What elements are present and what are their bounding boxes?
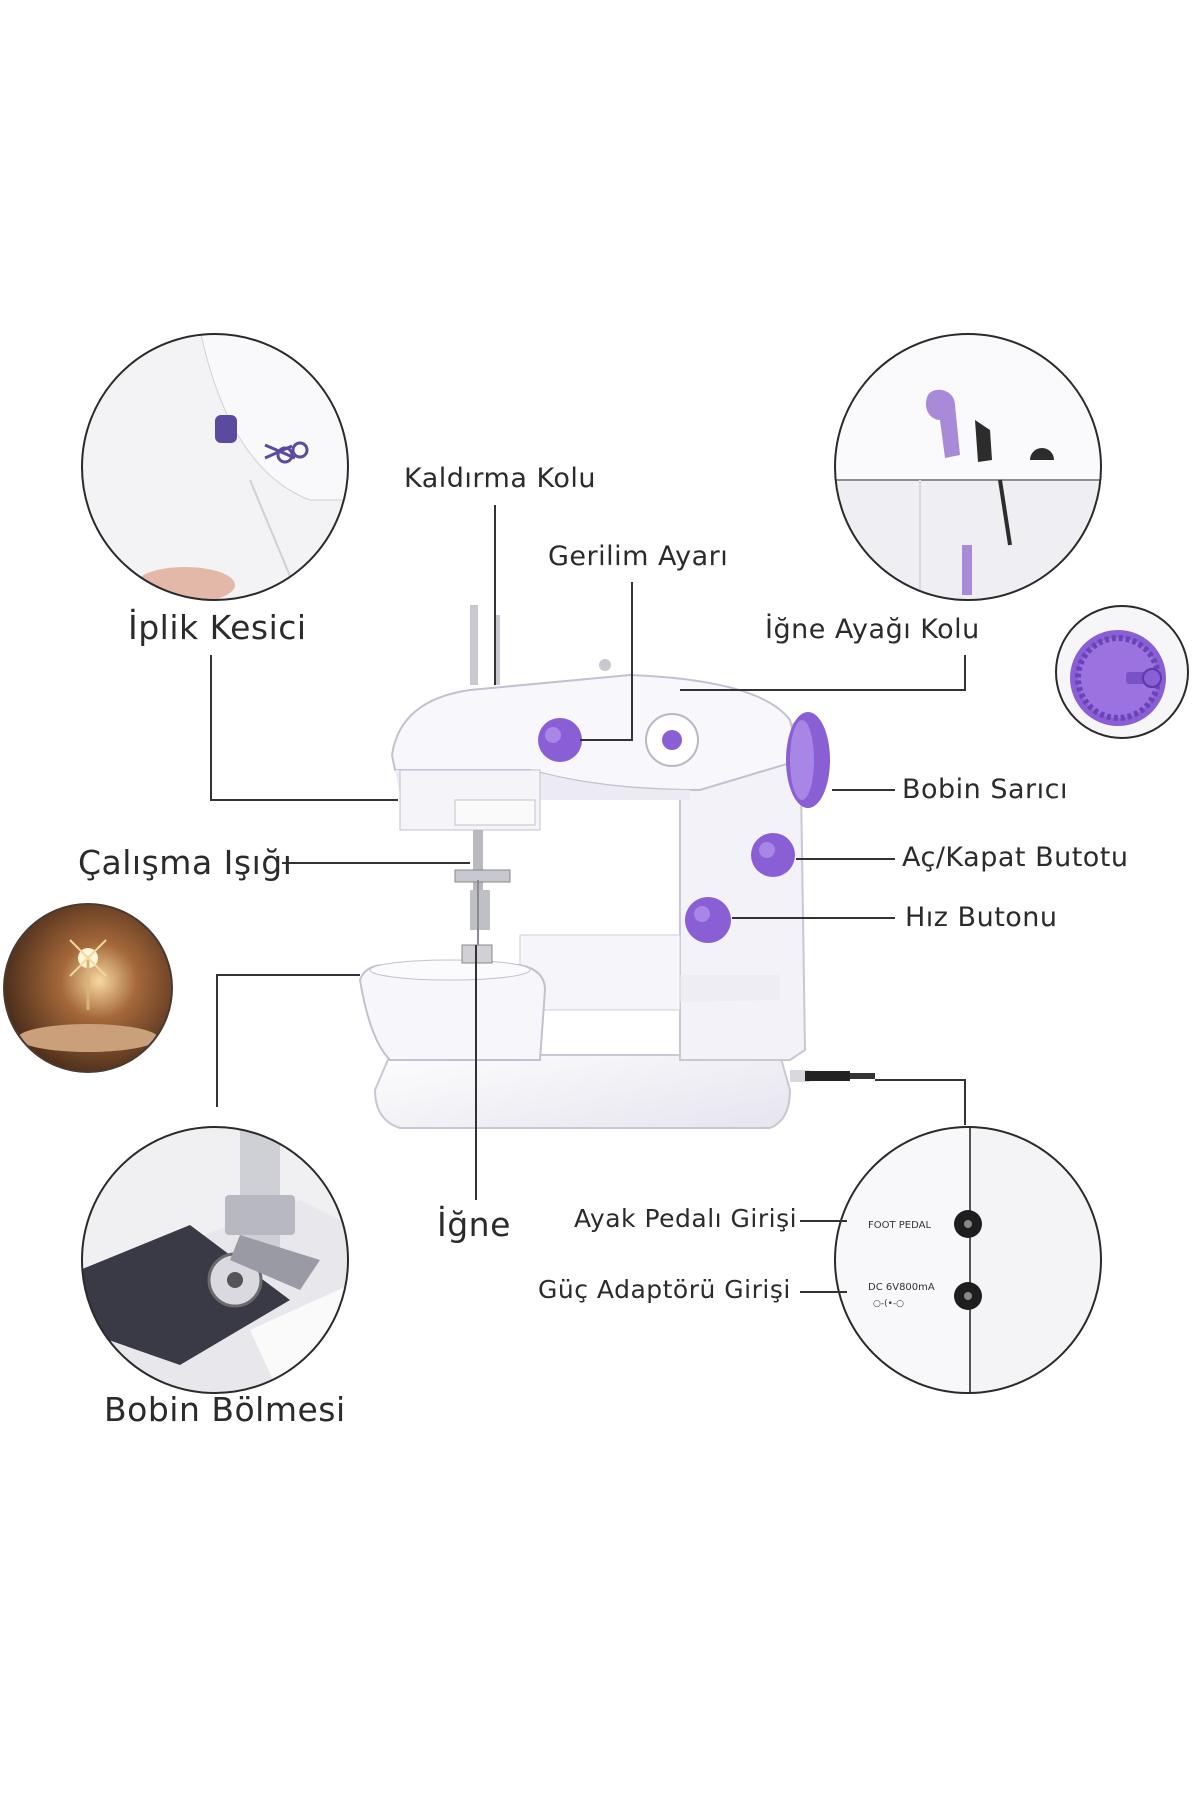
label-hiz-butonu: Hız Butonu — [905, 902, 1058, 933]
work-light-zoom — [3, 903, 173, 1073]
label-igne: İğne — [437, 1205, 511, 1244]
power-socket-icon — [954, 1210, 982, 1310]
bobbin-winder-icon — [1075, 635, 1162, 721]
presser-foot-lever-zoom — [834, 333, 1102, 601]
thread-cutter-zoom — [81, 333, 349, 601]
dc-rating-text: DC 6V800mA — [868, 1282, 935, 1293]
label-igne-ayagi-kolu: İğne Ayağı Kolu — [765, 614, 980, 645]
label-gerilim-ayari: Gerilim Ayarı — [548, 541, 729, 572]
rear-panel-zoom: FOOT PEDAL DC 6V800mA ○-(•-○ — [834, 1126, 1102, 1394]
svg-text:○-(•-○: ○-(•-○ — [873, 1299, 904, 1309]
bobbin-compartment-zoom — [81, 1126, 349, 1394]
label-calisma-isigi: Çalışma Işığı — [78, 843, 293, 882]
label-ayak-pedali-girisi: Ayak Pedalı Girişi — [574, 1204, 798, 1233]
label-kaldirma-kolu: Kaldırma Kolu — [404, 463, 596, 494]
sewing-machine — [358, 605, 875, 1129]
label-bobin-sarici: Bobin Sarıcı — [902, 774, 1069, 805]
label-iplik-kesici: İplik Kesici — [128, 608, 307, 647]
bobbin-winder-zoom — [1055, 605, 1189, 739]
foot-pedal-text: FOOT PEDAL — [868, 1220, 931, 1231]
label-bobin-bolmesi: Bobin Bölmesi — [104, 1390, 346, 1429]
leader-lines — [210, 505, 966, 1293]
lamp-icon — [69, 939, 107, 1010]
label-ac-kapat: Aç/Kapat Butotu — [902, 842, 1129, 873]
label-guc-adaptoru-girisi: Güç Adaptörü Girişi — [538, 1275, 791, 1304]
scissors-icon — [264, 441, 309, 464]
